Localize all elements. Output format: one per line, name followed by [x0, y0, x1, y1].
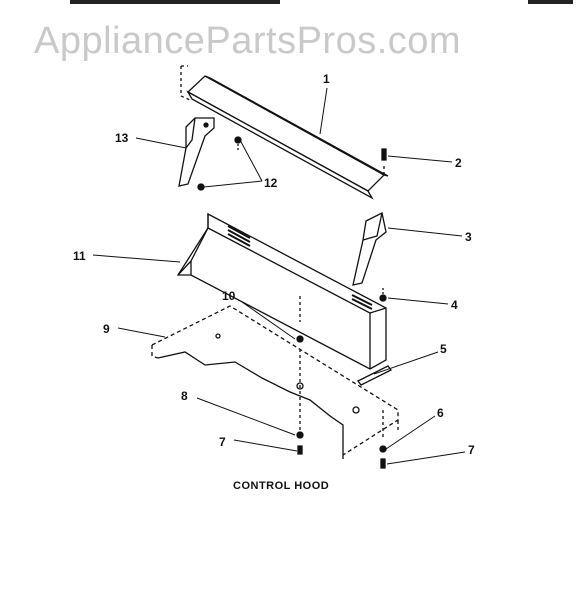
callout-6: 6: [437, 406, 444, 420]
part-5-strip: [357, 365, 392, 386]
callout-7-left: 7: [219, 435, 226, 449]
part-13-left-bracket: [178, 117, 215, 187]
part-8-nut: [296, 431, 304, 439]
leader-lines: [92, 87, 466, 465]
callout-9: 9: [103, 322, 110, 336]
callout-12: 12: [264, 176, 278, 190]
watermark: AppliancePartsPros.com: [34, 20, 462, 62]
part-6-nut: [379, 445, 387, 453]
callout-11: 11: [73, 249, 86, 263]
callout-3: 3: [465, 230, 472, 244]
part-9-base: [151, 305, 399, 462]
callout-2: 2: [455, 156, 462, 170]
part-1-hood-top: [180, 65, 389, 200]
callout-5: 5: [440, 342, 447, 356]
part-2-screw: [381, 148, 387, 161]
top-border-fragment: [70, 0, 280, 4]
part-4-clip: [379, 288, 387, 302]
part-12-clips: [197, 136, 242, 191]
callout-7-right: 7: [468, 443, 475, 457]
part-11-control-panel: [176, 212, 387, 370]
top-border-fragment-right: [528, 0, 573, 4]
part-10-clip: [296, 335, 304, 343]
part-3-right-bracket: [352, 212, 387, 286]
callout-10: 10: [222, 289, 236, 303]
callout-13: 13: [115, 131, 129, 145]
part-9-base-solid-edge: [157, 333, 384, 455]
callout-4: 4: [451, 298, 458, 312]
callout-8: 8: [181, 389, 188, 403]
diagram-caption: CONTROL HOOD: [233, 480, 330, 492]
callout-1: 1: [323, 72, 330, 86]
part-7-screw-left: [297, 445, 303, 455]
part-7-screw-right: [380, 458, 386, 469]
